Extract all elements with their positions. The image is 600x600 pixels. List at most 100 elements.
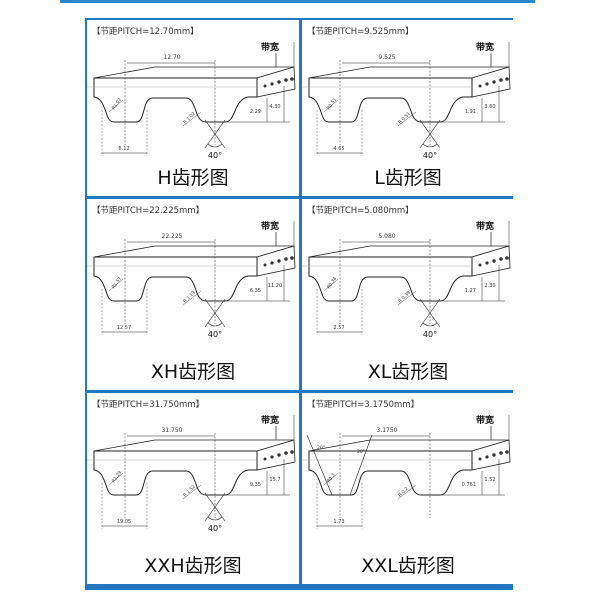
belt-width-label: 带宽: [476, 414, 494, 426]
belt-dot: [277, 80, 281, 84]
angle-label: 20°: [317, 445, 325, 451]
angle-label: 40°: [423, 151, 437, 160]
radius-label: R 0.51: [397, 111, 412, 126]
pitch-dimension: 9.525: [378, 54, 395, 61]
tooth-width-dimension: 19.05: [117, 519, 131, 525]
angle-arc: [207, 322, 223, 327]
radius-label: R 1.52: [182, 484, 197, 499]
angle-arc: [422, 322, 438, 327]
tooth-width-dimension: 2.57: [333, 325, 344, 331]
belt-dot: [277, 453, 281, 457]
belt-dot: [485, 455, 489, 459]
radius-leader: [108, 278, 124, 292]
angle-line: [419, 298, 441, 328]
belt-dot: [492, 259, 496, 263]
belt-dot: [263, 263, 267, 267]
tooth-profile-panel: 【节距PITCH=31.750mm】 带宽 31.750 19.05 9.3: [87, 393, 299, 584]
radius-leader: [323, 472, 339, 486]
angle-line: [349, 434, 373, 496]
tooth-height-dimension: 1.91: [465, 109, 476, 115]
pitch-label: 【节距PITCH=9.525mm】: [307, 27, 414, 37]
belt-dot: [270, 455, 274, 459]
tooth-profile-panel: 【节距PITCH=9.525mm】 带宽 9.525 4.65 1.91: [302, 20, 514, 196]
top-border: [60, 0, 535, 3]
radius-label: R 0.38: [397, 290, 412, 305]
tooth-height-dimension: 2.29: [250, 109, 261, 115]
belt-dot: [505, 256, 509, 260]
tooth-profile-panel: 【节距PITCH=22.225mm】 带宽 22.225 12.57 6.3: [87, 199, 299, 390]
radius-leader: [397, 290, 417, 306]
tooth-profile-grid: 【节距PITCH=12.70mm】 带宽 12.70 6.12 2.29: [85, 18, 514, 590]
pitch-dimension: 31.750: [162, 427, 183, 434]
belt-profile-drawing: 带宽 12.70 6.12 2.29 4.30 R1.02: [87, 41, 296, 160]
radius-label: R0.3: [326, 472, 337, 484]
belt-width-label: 带宽: [476, 220, 494, 232]
belt-dot: [270, 82, 274, 86]
belt-tooth-outline: [308, 77, 473, 123]
belt-width-label: 带宽: [261, 220, 279, 232]
total-height-dimension: 11.20: [268, 283, 282, 289]
pitch-label: 【节距PITCH=22.225mm】: [92, 206, 205, 216]
total-height-dimension: 1.52: [484, 477, 495, 483]
radius-label: R 1.19: [182, 290, 197, 305]
belt-profile-drawing: 带宽 3.1750 1.73 0.761 1.52 R0.3: [302, 414, 511, 529]
tooth-width-dimension: 1.73: [333, 519, 344, 525]
angle-label: 40°: [208, 151, 222, 160]
angle-line: [204, 492, 226, 522]
belt-dot: [485, 82, 489, 86]
tooth-profile-panel: 【节距PITCH=5.080mm】 带宽 5.080 2.57 1.27: [302, 199, 514, 390]
profile-title: XXL齿形图: [361, 555, 455, 577]
belt-tooth-outline: [93, 77, 258, 123]
angle-label: 40°: [208, 330, 222, 339]
radius-leader: [397, 111, 417, 127]
radius-leader: [323, 99, 339, 113]
pitch-dimension: 12.70: [163, 54, 180, 61]
pitch-dimension: 22.225: [162, 233, 183, 240]
tooth-height-dimension: 1.27: [465, 288, 476, 294]
tooth-height-dimension: 9.35: [250, 482, 261, 488]
total-height-dimension: 2.30: [484, 283, 495, 289]
angle-arc: [207, 516, 223, 521]
belt-dot: [284, 257, 288, 261]
profile-title: XL齿形图: [367, 361, 449, 383]
belt-dot: [492, 453, 496, 457]
belt-profile-drawing: 带宽 5.080 2.57 1.27 2.30 R0.38: [302, 220, 511, 339]
angle-label: 40°: [208, 524, 222, 533]
tooth-width-dimension: 6.12: [118, 146, 129, 152]
total-height-dimension: 15.7: [269, 477, 280, 483]
belt-width-label: 带宽: [476, 41, 494, 53]
radius-leader: [182, 484, 202, 500]
belt-tooth-outline: [93, 450, 258, 496]
pitch-dimension: 5.080: [378, 233, 395, 240]
radius-leader: [182, 290, 202, 306]
pitch-label: 【节距PITCH=5.080mm】: [307, 206, 414, 216]
belt-tooth-outline: [93, 256, 258, 302]
tooth-width-dimension: 4.65: [333, 146, 344, 152]
belt-dot: [284, 78, 288, 82]
profile-title: L齿形图: [374, 167, 442, 189]
angle-line: [419, 119, 441, 149]
belt-width-label: 带宽: [261, 41, 279, 53]
angle-arc: [207, 143, 223, 148]
belt-dot: [263, 457, 267, 461]
belt-dot: [270, 261, 274, 265]
belt-tooth-outline: [308, 450, 473, 496]
angle-label: 40°: [423, 330, 437, 339]
profile-title: XH齿形图: [150, 361, 236, 383]
belt-dot: [290, 450, 294, 454]
profile-title: H齿形图: [157, 167, 229, 189]
tooth-height-dimension: 6.35: [250, 288, 261, 294]
belt-dot: [290, 256, 294, 260]
pitch-label: 【节距PITCH=31.750mm】: [92, 400, 205, 410]
radius-leader: [108, 472, 124, 486]
radius-leader: [108, 99, 124, 113]
angle-arc: [422, 143, 438, 148]
belt-profile-drawing: 带宽 22.225 12.57 6.35 11.20 R1.: [87, 220, 296, 339]
belt-dot: [263, 84, 267, 88]
belt-dot: [478, 457, 482, 461]
belt-profile-drawing: 带宽 9.525 4.65 1.91 3.60 R0.51: [302, 41, 511, 160]
belt-dot: [478, 84, 482, 88]
tooth-width-dimension: 12.57: [117, 325, 131, 331]
tooth-height-dimension: 0.761: [462, 482, 476, 488]
radius-label: R 0.2: [397, 486, 410, 499]
